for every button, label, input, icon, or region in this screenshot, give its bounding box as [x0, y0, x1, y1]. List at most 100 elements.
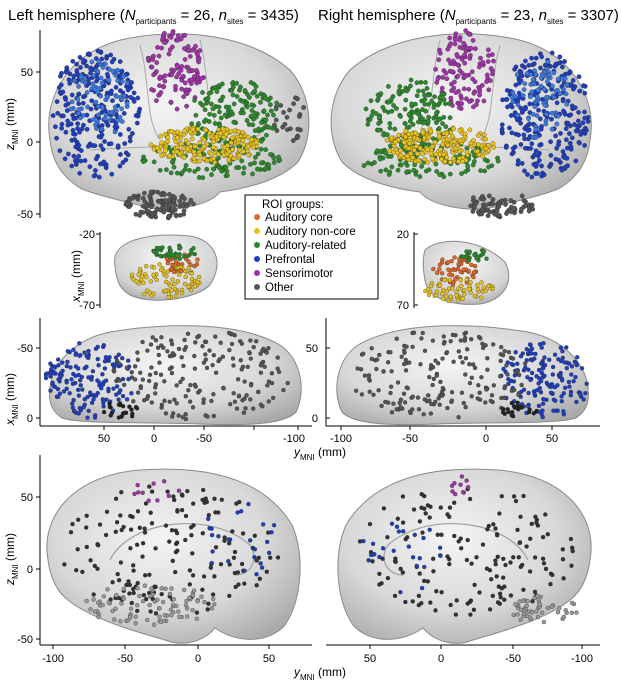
electrode-site	[251, 406, 256, 411]
row3-right-y-tick-0: 0	[483, 433, 489, 445]
electrode-site	[162, 30, 167, 36]
electrode-site	[74, 157, 80, 163]
electrode-site	[212, 159, 218, 165]
electrode-site	[472, 79, 478, 85]
electrode-site	[397, 84, 403, 89]
electrode-site	[524, 71, 530, 76]
electrode-site	[428, 283, 434, 289]
electrode-site	[400, 570, 405, 575]
electrode-site	[453, 145, 459, 151]
electrode-site	[385, 575, 391, 581]
electrode-site	[86, 348, 91, 354]
electrode-site	[422, 493, 427, 499]
electrode-site	[191, 156, 197, 161]
electrode-site	[369, 346, 374, 351]
electrode-site	[121, 586, 126, 592]
electrode-site	[119, 601, 124, 606]
electrode-site	[169, 341, 175, 347]
electrode-site	[158, 133, 164, 139]
electrode-site	[95, 344, 100, 350]
electrode-site	[197, 158, 203, 164]
electrode-site	[118, 513, 123, 518]
electrode-site	[555, 408, 560, 413]
electrode-site	[584, 127, 589, 133]
electrode-site	[419, 585, 425, 591]
electrode-site	[208, 151, 214, 157]
electrode-site	[367, 389, 372, 394]
electrode-site	[445, 46, 451, 52]
electrode-site	[142, 190, 147, 196]
electrode-site	[562, 59, 567, 64]
electrode-site	[275, 555, 281, 560]
electrode-site	[171, 494, 176, 499]
electrode-site	[92, 86, 98, 92]
electrode-site	[503, 202, 508, 207]
electrode-site	[449, 69, 455, 74]
electrode-site	[443, 124, 449, 130]
electrode-site	[534, 388, 540, 393]
electrode-site	[444, 350, 450, 355]
electrode-site	[128, 527, 134, 532]
electrode-site	[355, 366, 360, 371]
electrode-site	[203, 339, 209, 345]
electrode-site	[114, 392, 119, 397]
electrode-site	[220, 94, 226, 100]
electrode-site	[89, 377, 94, 382]
electrode-site	[449, 81, 454, 87]
electrode-site	[66, 151, 71, 157]
electrode-site	[476, 142, 481, 147]
electrode-site	[562, 76, 568, 82]
electrode-site	[519, 405, 524, 410]
electrode-site	[73, 364, 79, 369]
electrode-site	[479, 83, 485, 88]
electrode-site	[118, 560, 124, 565]
electrode-site	[467, 127, 473, 133]
electrode-site	[87, 164, 93, 170]
electrode-site	[248, 338, 253, 343]
electrode-site	[391, 548, 396, 553]
electrode-site	[535, 614, 541, 620]
electrode-site	[533, 148, 539, 154]
electrode-site	[431, 376, 437, 382]
row2-right-axis	[413, 232, 418, 308]
electrode-site	[59, 121, 65, 127]
electrode-site	[436, 133, 442, 139]
electrode-site	[133, 621, 138, 626]
electrode-site	[401, 361, 407, 367]
electrode-site	[86, 408, 91, 414]
electrode-site	[414, 143, 419, 149]
electrode-site	[365, 121, 371, 127]
electrode-site	[394, 336, 399, 341]
electrode-site	[406, 131, 412, 137]
electrode-site	[457, 68, 463, 73]
electrode-site	[174, 149, 180, 154]
electrode-site	[542, 355, 547, 360]
electrode-site	[100, 372, 105, 377]
electrode-site	[537, 602, 542, 607]
electrode-site	[148, 189, 154, 195]
electrode-site	[523, 203, 528, 208]
electrode-site	[519, 382, 524, 388]
electrode-site	[402, 348, 407, 353]
electrode-site	[481, 132, 487, 137]
electrode-site	[172, 281, 177, 287]
electrode-site	[570, 78, 576, 83]
electrode-site	[398, 152, 404, 158]
electrode-site	[398, 148, 403, 153]
electrode-site	[102, 366, 108, 371]
electrode-site	[500, 130, 505, 136]
electrode-site	[416, 88, 421, 94]
electrode-site	[248, 161, 253, 167]
electrode-site	[481, 249, 487, 254]
electrode-site	[81, 57, 86, 63]
electrode-site	[211, 413, 216, 419]
electrode-site	[576, 118, 581, 124]
electrode-site	[62, 562, 67, 567]
electrode-site	[380, 104, 386, 110]
electrode-site	[268, 102, 273, 108]
electrode-site	[518, 617, 523, 622]
electrode-site	[117, 132, 123, 137]
electrode-site	[564, 81, 570, 87]
electrode-site	[452, 37, 458, 42]
electrode-site	[187, 568, 193, 573]
